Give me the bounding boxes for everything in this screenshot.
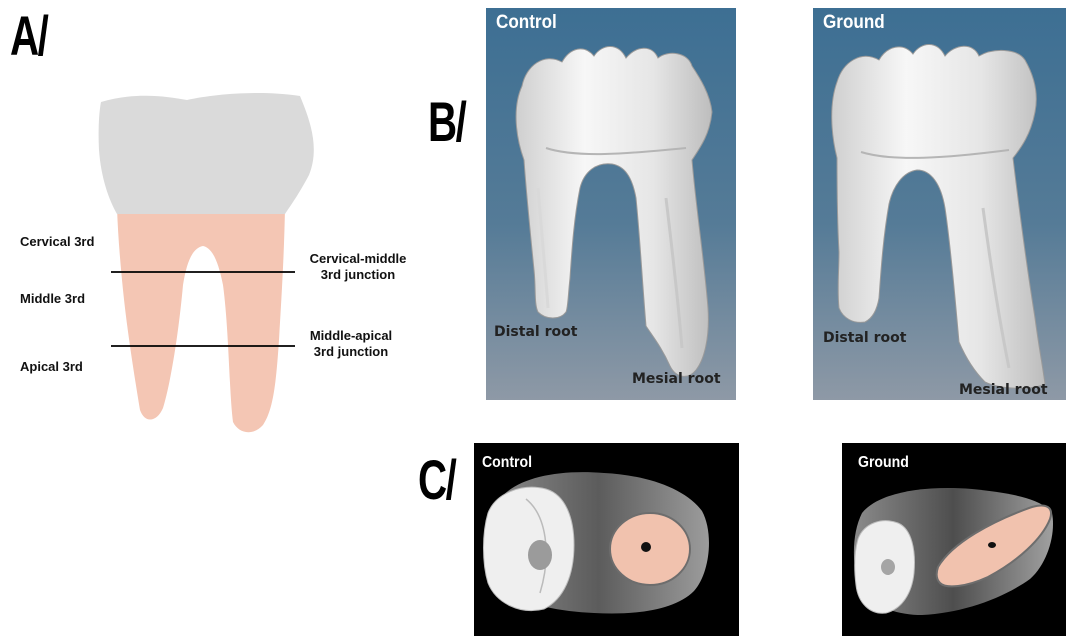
render-c-control-title: Control — [482, 454, 532, 472]
render-b-ground-mesial-root-label: Mesial root — [959, 382, 1048, 398]
panel-b-letter: B/ — [428, 94, 465, 150]
panel-c-letter: C/ — [418, 452, 455, 508]
canal-control — [641, 542, 651, 552]
panel-a-letter: A/ — [10, 8, 47, 64]
cervical-middle-label-line2: 3rd junction — [298, 267, 418, 283]
apical-3rd-label: Apical 3rd — [20, 359, 83, 375]
middle-apical-label-line2: 3rd junction — [296, 344, 406, 360]
render-b-ground-title: Ground — [823, 12, 885, 34]
middle-apical-junction-label: Middle-apical 3rd junction — [296, 328, 406, 360]
tooth-root — [117, 208, 285, 432]
render-b-ground: Ground Distal root Mesial root — [813, 8, 1066, 400]
tooth-crown — [99, 93, 314, 214]
render-b-ground-distal-root-label: Distal root — [823, 330, 906, 346]
render-c-ground: Ground — [842, 443, 1066, 636]
cervical-middle-junction-label: Cervical-middle 3rd junction — [298, 251, 418, 283]
render-b-control: Control Distal root Mesial root — [486, 8, 736, 400]
cervical-middle-label-line1: Cervical-middle — [298, 251, 418, 267]
cervical-3rd-label: Cervical 3rd — [20, 234, 94, 250]
render-b-control-distal-root-label: Distal root — [494, 324, 577, 340]
canal-ground — [988, 542, 996, 548]
render-c-control: Control — [474, 443, 739, 636]
render-b-control-mesial-root-label: Mesial root — [632, 371, 721, 387]
middle-3rd-label: Middle 3rd — [20, 291, 85, 307]
middle-apical-label-line1: Middle-apical — [296, 328, 406, 344]
enamel-cap-control — [484, 487, 575, 610]
render-c-ground-title: Ground — [858, 454, 909, 472]
render-b-control-image — [486, 8, 736, 400]
render-b-control-title: Control — [496, 12, 557, 34]
